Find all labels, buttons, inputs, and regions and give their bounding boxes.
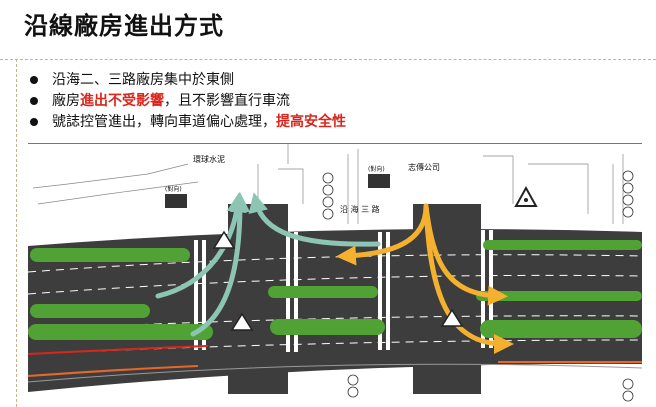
orange-turn-arrows <box>336 203 514 354</box>
slide-title: 沿線廠房進出方式 <box>24 12 224 40</box>
red-edge-line <box>28 345 209 355</box>
bullet-text: 號誌控管進出，轉向車道偏心處理， <box>52 114 276 130</box>
cross-road-east <box>413 204 481 394</box>
label-huanqiu: 環球水泥 <box>193 154 225 164</box>
plan-top-rule <box>28 143 642 144</box>
bullet-dot-icon <box>30 76 38 84</box>
lane-number-markers <box>322 170 634 402</box>
bullet-dot-icon <box>30 97 38 105</box>
overhead-sign-icon <box>368 174 390 188</box>
bullet-text: 沿海二、三路廠房集中於東側 <box>52 72 234 88</box>
bullet-item: 沿海二、三路廠房集中於東側 <box>28 70 346 91</box>
overhead-sign-icon <box>165 194 187 208</box>
label-zhichuan: 志傳公司 <box>408 162 440 172</box>
bullet-dot-icon <box>30 118 38 126</box>
road-plan-drawing: 環球水泥 志傳公司 沿 海 三 路 (對向) (對向) <box>28 144 642 402</box>
label-sign: (對向) <box>368 165 385 173</box>
left-divider <box>16 59 17 407</box>
bullet-list: 沿海二、三路廠房集中於東側 廠房進出不受影響，且不影響直行車流 號誌控管進出，轉… <box>28 70 346 133</box>
bullet-item: 號誌控管進出，轉向車道偏心處理，提高安全性 <box>28 112 346 133</box>
orange-edge-line <box>28 365 199 377</box>
bullet-text: ，且不影響直行車流 <box>164 93 290 109</box>
warning-triangle-icon <box>212 185 538 331</box>
main-road <box>28 229 642 392</box>
label-sign: (對向) <box>165 185 182 193</box>
bullet-item: 廠房進出不受影響，且不影響直行車流 <box>28 91 346 112</box>
teal-turn-arrows <box>155 192 381 337</box>
title-divider <box>0 59 656 60</box>
green-medians <box>28 240 642 340</box>
bullet-emphasis: 進出不受影響 <box>80 93 164 109</box>
bullet-emphasis: 提高安全性 <box>276 114 346 130</box>
label-road-name: 沿 海 三 路 <box>340 204 380 214</box>
bullet-text: 廠房 <box>52 93 80 109</box>
